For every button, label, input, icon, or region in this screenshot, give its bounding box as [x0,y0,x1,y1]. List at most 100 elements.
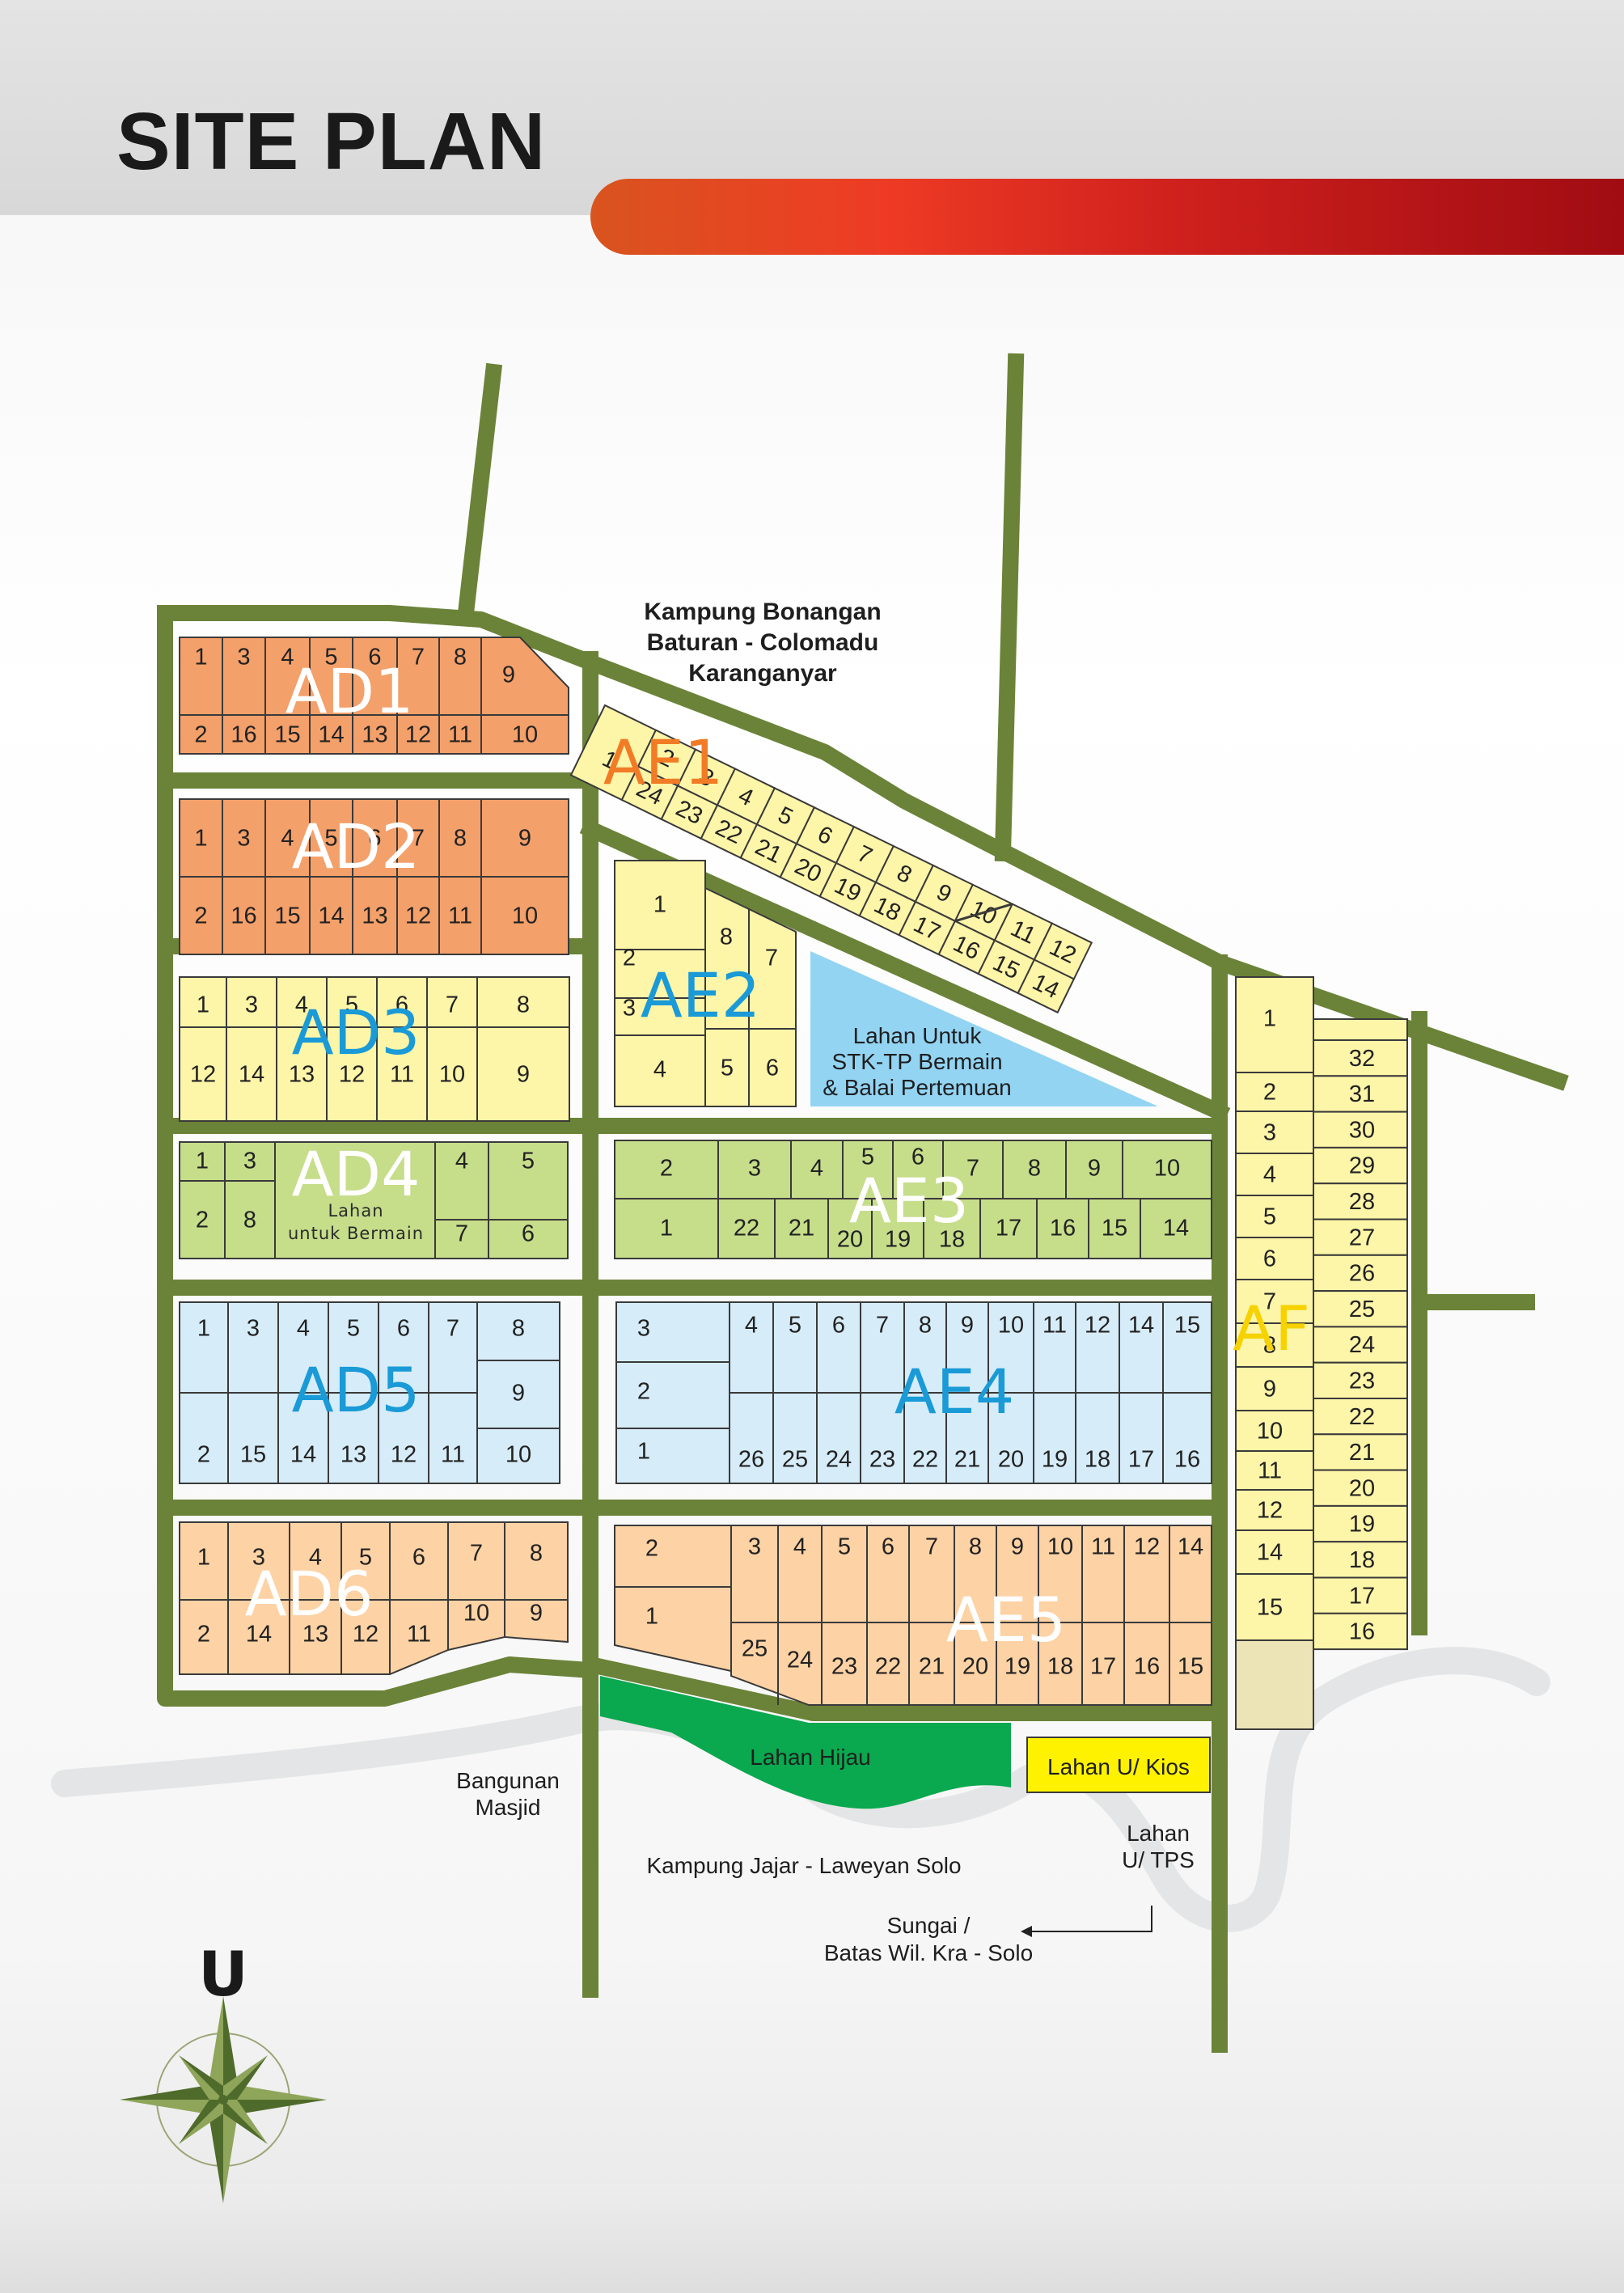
ae4-lot-number: 17 [1128,1447,1154,1473]
ad1-lot-number: 5 [324,645,337,671]
ae3-lot [842,1140,894,1199]
ad4-lot [488,1141,569,1221]
ae4-lot-number: 4 [745,1313,758,1339]
ad3-lot-number: 7 [446,992,459,1018]
ad6-lot-number: 4 [309,1545,322,1571]
ae3-lot-number: 17 [996,1216,1021,1242]
ad6-lot-row [179,1599,449,1675]
ad3-lot-number: 13 [289,1062,315,1088]
af-lot-number: 8 [1263,1333,1276,1359]
af-lot-number: 31 [1349,1081,1375,1107]
ad1-lot [179,714,223,755]
ae3-lot [871,1198,924,1259]
af-lot [1313,1469,1408,1507]
ae4-lot-number: 26 [738,1447,764,1473]
af-lot [1313,1576,1408,1614]
ad2-lot-number: 15 [274,903,300,929]
ae4-lot-number: 20 [998,1447,1024,1473]
compass-main-point [209,1996,238,2100]
ad3-lot-number: 12 [339,1062,365,1088]
af-lot-number: 9 [1263,1377,1276,1402]
ad3-lot-number: 14 [239,1062,264,1088]
ad6-lot [389,1521,449,1601]
ae5-lot-number: 18 [1047,1654,1073,1680]
ad5-lot-number: 14 [290,1442,316,1468]
ae4-lot-number: 22 [912,1447,938,1473]
ad4-lot-number: 1 [196,1149,209,1174]
ad2-lot-number: 10 [512,903,538,929]
af-lot-number: 11 [1258,1458,1282,1484]
ad5-lot-number: 11 [441,1442,465,1468]
ad2-lot-number: 13 [362,903,387,929]
ad5-lot-number: 3 [247,1316,260,1342]
ad4-play-area-label: untuk Bermain [288,1224,424,1243]
af-lot [1313,1218,1408,1256]
ae3-lot [774,1198,829,1259]
ad5-block-label: AD5 [292,1354,421,1426]
af-lot-number: 29 [1349,1153,1375,1179]
af-lot-number: 19 [1349,1512,1375,1538]
ad6-lot-number: 14 [246,1622,272,1648]
ad4-lot [488,1219,569,1259]
af-lot-number: 10 [1257,1419,1283,1445]
ad1-lot-number: 10 [512,722,538,748]
ad1-lot-number: 16 [230,722,256,748]
ad5-lot-number: 13 [340,1442,366,1468]
ae5-lot-number: 24 [787,1648,813,1673]
ae2-lot [704,1028,750,1107]
ae3-lot-number: 16 [1050,1216,1076,1242]
af-lot-number: 20 [1349,1475,1375,1501]
ae3-lot-number: 4 [810,1156,823,1182]
ad1-lot-number: 9 [502,662,515,688]
ae3-lot-number: 7 [966,1156,979,1182]
ae2-block-label: AE2 [641,959,760,1031]
ad1-lot [352,714,398,755]
ad2-lot [179,798,223,878]
ae3-lot-number: 2 [660,1156,673,1182]
af-lot [1313,1541,1408,1579]
ae5-lot-number: 21 [919,1654,945,1680]
ae4-lot [945,1392,989,1484]
ad3-lot-number: 5 [345,992,358,1018]
ad2-lot-number: 11 [448,903,472,929]
af-lot [1313,1146,1408,1185]
ae3-lot-number: 22 [734,1216,759,1242]
ad6-lot [504,1521,569,1601]
ae3-lot-number: 18 [939,1227,965,1253]
ae5-lot-number: 16 [1134,1654,1160,1680]
ae3-lot [1088,1198,1141,1259]
compass-minor-point [223,2054,269,2100]
ad2-lot [222,798,266,878]
ad2-lot [480,798,569,878]
ad1-lot-number: 11 [448,722,472,748]
ad1-lot-number: 7 [412,645,425,671]
ad5-lot-number: 7 [446,1316,459,1342]
ad2-lot-number: 1 [194,826,207,852]
ae4-lot [1075,1301,1120,1394]
ae5-lot-number: 22 [875,1654,901,1680]
ae5-lot-number: 11 [1091,1534,1115,1560]
ad4-play-area-label: Lahan [328,1201,383,1221]
ae5-lot [1123,1525,1170,1623]
ae5-block-label: AE5 [946,1584,1066,1656]
accent-bar [590,179,1624,255]
north-road-east [994,353,1025,862]
ad3-lot-number: 11 [390,1062,414,1088]
ad4-lot-number: 7 [455,1221,468,1247]
af-lot-number: 25 [1349,1297,1375,1322]
ae4-lot-number: 11 [1042,1313,1067,1339]
ae3-lot [1122,1140,1212,1199]
ae4-lot [615,1361,730,1429]
ae5-lot [954,1525,997,1623]
ae2-play-area-label: STK-TP Bermain [831,1049,1002,1074]
ae5-lot-number: 6 [882,1534,894,1560]
ad4-lot-number: 2 [196,1208,209,1233]
river-label: Sungai / [887,1913,971,1938]
ad1-lot-number: 2 [194,722,207,748]
ad6-lot [340,1521,391,1601]
ae1-lot [1017,958,1076,1014]
ad5-lot [277,1392,329,1484]
tps-label: U/ TPS [1122,1847,1195,1872]
ad2-lot-number: 5 [324,826,337,852]
